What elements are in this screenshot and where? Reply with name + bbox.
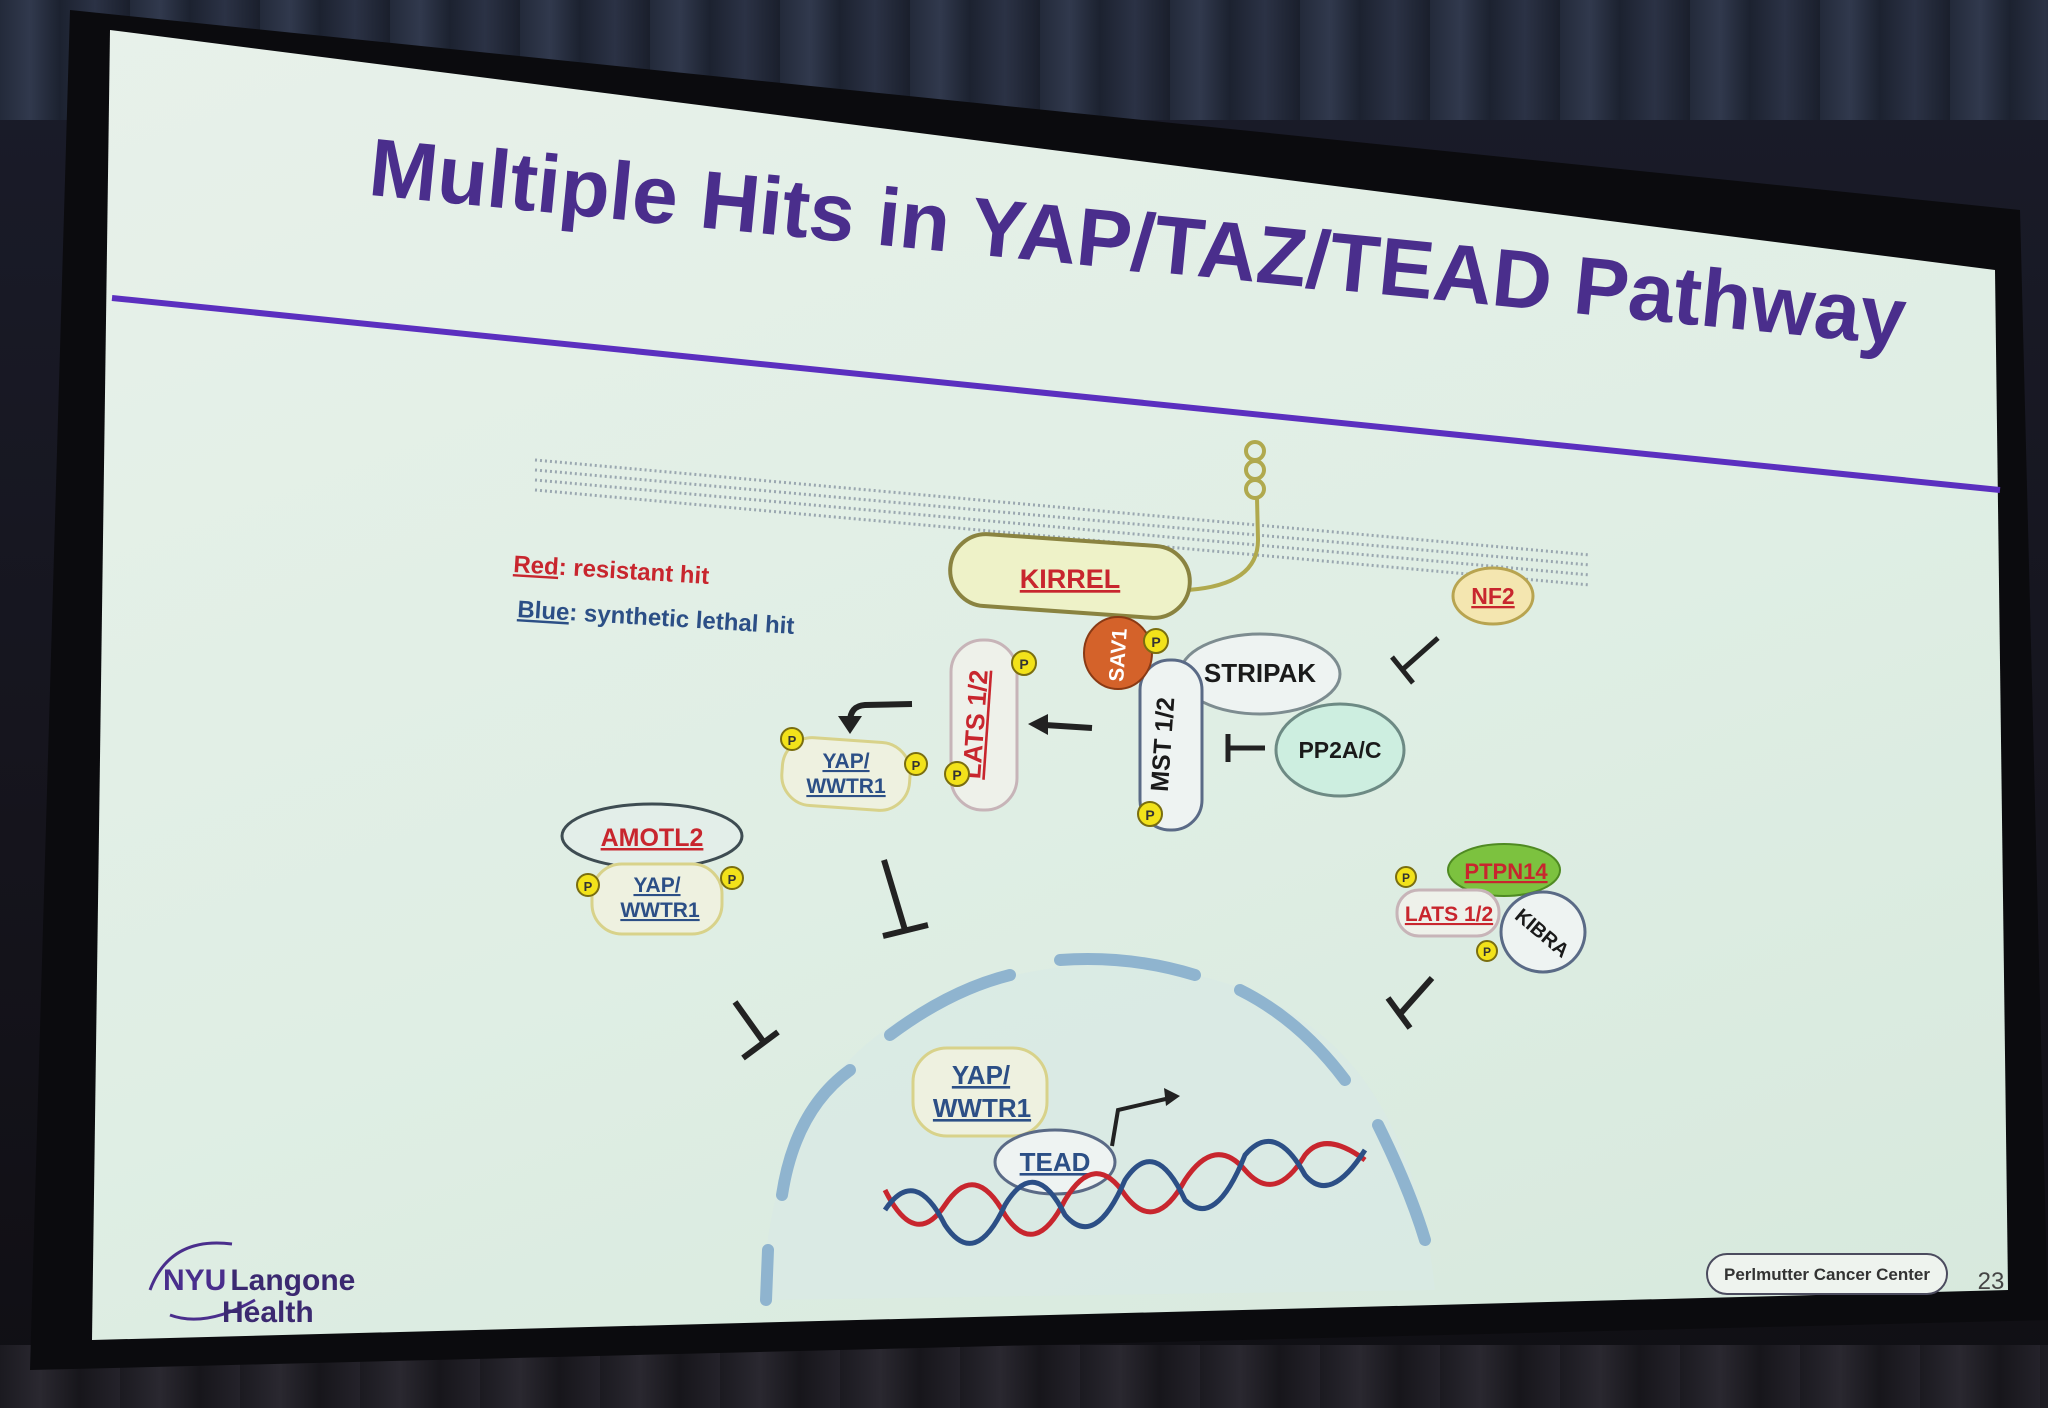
yap-top-node: YAP/ WWTR1 [780,736,912,812]
nucleus [760,953,1435,1306]
phospho-lats-right-a: P [1395,866,1417,888]
phospho-lats-top-b: P [944,761,970,787]
tead-node: TEAD [993,1128,1117,1196]
phospho-yap-top-a: P [780,727,804,751]
mst-label: MST 1/2 [1146,696,1181,792]
yap-nuc-label-2: WWTR1 [933,1093,1031,1123]
nf2-inhibit-arrow [1390,636,1440,685]
svg-text:P: P [1483,945,1491,959]
yap-top-inhibit-arrow [881,859,929,939]
svg-text:P: P [912,758,921,773]
sav1-label: SAV1 [1105,627,1132,682]
kirrel-label: KIRREL [1020,564,1121,594]
lats-to-yap-arrowhead [838,716,862,734]
footer-badge-label: Perlmutter Cancer Center [1724,1265,1930,1284]
svg-text:P: P [1402,871,1410,885]
phospho-yap-left-b: P [720,866,744,890]
amotl2-label: AMOTL2 [601,824,704,852]
mst-to-lats-arrow [1044,722,1093,731]
pp2ac-label: PP2A/C [1298,737,1381,763]
logo-line2: Health [222,1296,314,1329]
phospho-lats-top-a: P [1011,650,1037,676]
svg-text:P: P [584,879,593,894]
transcription-arrowhead [1164,1088,1180,1106]
phospho-yap-left-a: P [576,873,600,897]
svg-text:P: P [952,767,961,783]
svg-text:P: P [728,872,737,887]
legend-red: Red: resistant hit [513,551,710,590]
ptpn14-label: PTPN14 [1464,859,1548,884]
mst-node: MST 1/2 [1138,658,1204,832]
svg-text:P: P [1019,656,1028,672]
legend: Red: resistant hit Blue: synthetic letha… [513,551,796,640]
cell-membrane [534,458,1591,587]
nf2-label: NF2 [1471,583,1514,609]
kirrel-receptor: KIRREL [948,440,1266,620]
legend-blue: Blue: synthetic lethal hit [517,596,796,640]
lats-right-label: LATS 1/2 [1405,903,1493,926]
phospho-markers: P P P P P P P P P P [576,628,1498,962]
ptpn14-complex: PTPN14 LATS 1/2 KIBRA [1395,843,1587,974]
phospho-yap-top-b: P [904,752,928,776]
title-rule [111,295,2001,493]
yap-top-label-1: YAP/ [822,750,869,773]
phospho-lats-right-b: P [1476,940,1498,962]
yap-top-label-2: WWTR1 [806,775,886,798]
amotl2-inhibit-arrow [732,1000,780,1061]
stripak-node: STRIPAK [1178,632,1342,716]
dna-helix [882,1138,1368,1246]
yap-left-label-1: YAP/ [633,874,680,897]
phospho-sav1: P [1143,628,1169,654]
stripak-label: STRIPAK [1204,658,1316,688]
mst-to-lats-arrowhead [1028,714,1048,735]
phospho-mst: P [1137,801,1163,827]
slide-title: Multiple Hits in YAP/TAZ/TEAD Pathway [365,122,1910,363]
amotl2-complex: AMOTL2 YAP/ WWTR1 [560,802,744,936]
yap-nuc-label-1: YAP/ [952,1060,1010,1090]
footer-badge: Perlmutter Cancer Center [1706,1253,1948,1295]
sav1-node: SAV1 [1083,616,1153,690]
svg-text:P: P [1145,807,1154,823]
pp2a-inhibit-arrow [1225,734,1265,762]
tead-label: TEAD [1020,1147,1091,1177]
nuclear-yap-node: YAP/ WWTR1 [911,1046,1049,1138]
page-number: 23 [1978,1268,2005,1295]
ptpn14-inhibit-arrow [1385,976,1435,1030]
svg-text:P: P [788,733,797,748]
yap-left-label-2: WWTR1 [620,899,700,922]
svg-text:P: P [1151,634,1160,650]
transcription-arrow [1110,1096,1171,1147]
nf2-node: NF2 [1451,566,1535,626]
pp2ac-node: PP2A/C [1274,702,1406,798]
